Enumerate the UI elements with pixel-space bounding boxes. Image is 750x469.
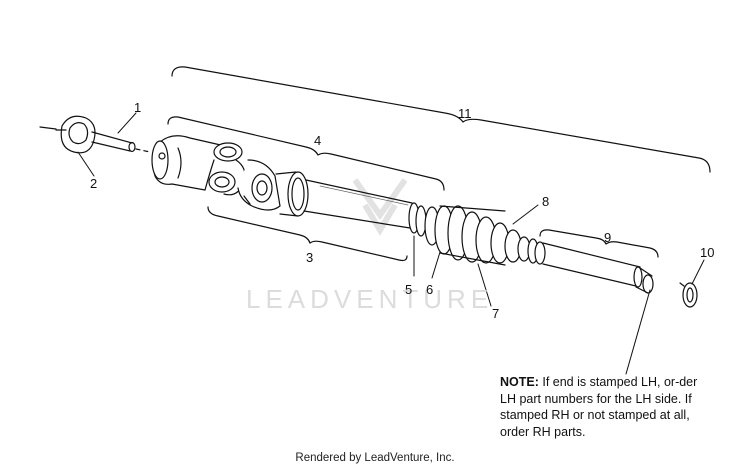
note-text: If end is stamped LH, or-der LH part num… (500, 375, 698, 439)
note-label: NOTE: (500, 375, 539, 389)
watermark-text: LEADVENTURE (246, 284, 494, 314)
clamp-part-8 (527, 238, 546, 265)
callout-11: 11 (458, 106, 472, 121)
callout-7: 7 (492, 306, 500, 321)
callout-10: 10 (700, 245, 715, 260)
drive-shaft (303, 179, 413, 229)
cv-boot-part-7 (424, 205, 531, 266)
callout-9: 9 (604, 230, 612, 245)
leadventure-logo-icon (352, 178, 408, 236)
callout-5: 5 (405, 282, 413, 297)
footer-credit: Rendered by LeadVenture, Inc. (295, 452, 455, 464)
bracket-4 (167, 116, 445, 191)
bracket-11 (171, 66, 711, 173)
shaft-end-part-9 (542, 242, 654, 294)
callout-4: 4 (314, 133, 322, 148)
callout-3: 3 (306, 250, 314, 265)
u-joint-yoke (151, 135, 309, 217)
bracket-3 (207, 206, 408, 262)
leader-lines (77, 112, 705, 375)
callout-6: 6 (426, 282, 434, 297)
note-block: NOTE: If end is stamped LH, or-der LH pa… (500, 374, 705, 440)
bracket-9 (539, 229, 659, 258)
callout-2: 2 (90, 176, 98, 191)
callout-1: 1 (134, 100, 142, 115)
callout-8: 8 (542, 194, 550, 209)
clamp-part-5 (408, 202, 427, 237)
circlip-part-10 (679, 282, 698, 308)
pin-part-1 (39, 126, 151, 153)
flange-plate-part-2 (55, 115, 96, 154)
